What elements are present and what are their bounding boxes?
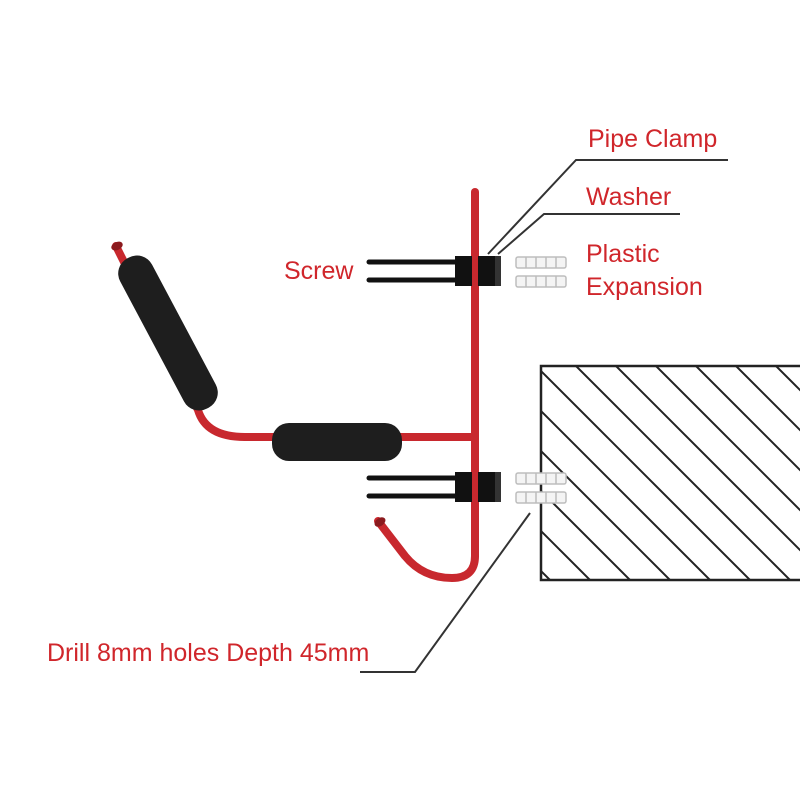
- wall-block: [539, 364, 800, 582]
- pipe-clamp-leader: [487, 159, 728, 255]
- hook-end-cap: [374, 517, 386, 527]
- leader-lines: [360, 159, 728, 673]
- upper-clamp-assembly: [366, 256, 567, 288]
- angled-foam-grip: [118, 255, 218, 411]
- lower-clamp-assembly: [366, 472, 567, 504]
- lower-plastic-expansion: [515, 472, 567, 504]
- pipe-clamp-label: Pipe Clamp: [588, 125, 718, 153]
- hanger-frame: [112, 188, 479, 582]
- upper-washer: [495, 256, 501, 286]
- wall-hatching: [541, 366, 800, 580]
- plastic-label: Plastic: [586, 240, 660, 268]
- washer-label: Washer: [586, 183, 672, 211]
- drill-leader: [360, 512, 531, 673]
- horizontal-foam-grip: [272, 423, 402, 461]
- washer-leader: [497, 213, 680, 255]
- drill-instruction-label: Drill 8mm holes Depth 45mm: [47, 639, 370, 667]
- upper-screws: [366, 259, 459, 283]
- bottom-hook: [374, 517, 479, 582]
- screw-label: Screw: [284, 257, 354, 285]
- lower-washer: [495, 472, 501, 502]
- arm-end-cap: [111, 241, 123, 251]
- expansion-label: Expansion: [586, 273, 703, 301]
- lower-screws: [366, 475, 459, 499]
- upper-plastic-expansion: [515, 256, 567, 288]
